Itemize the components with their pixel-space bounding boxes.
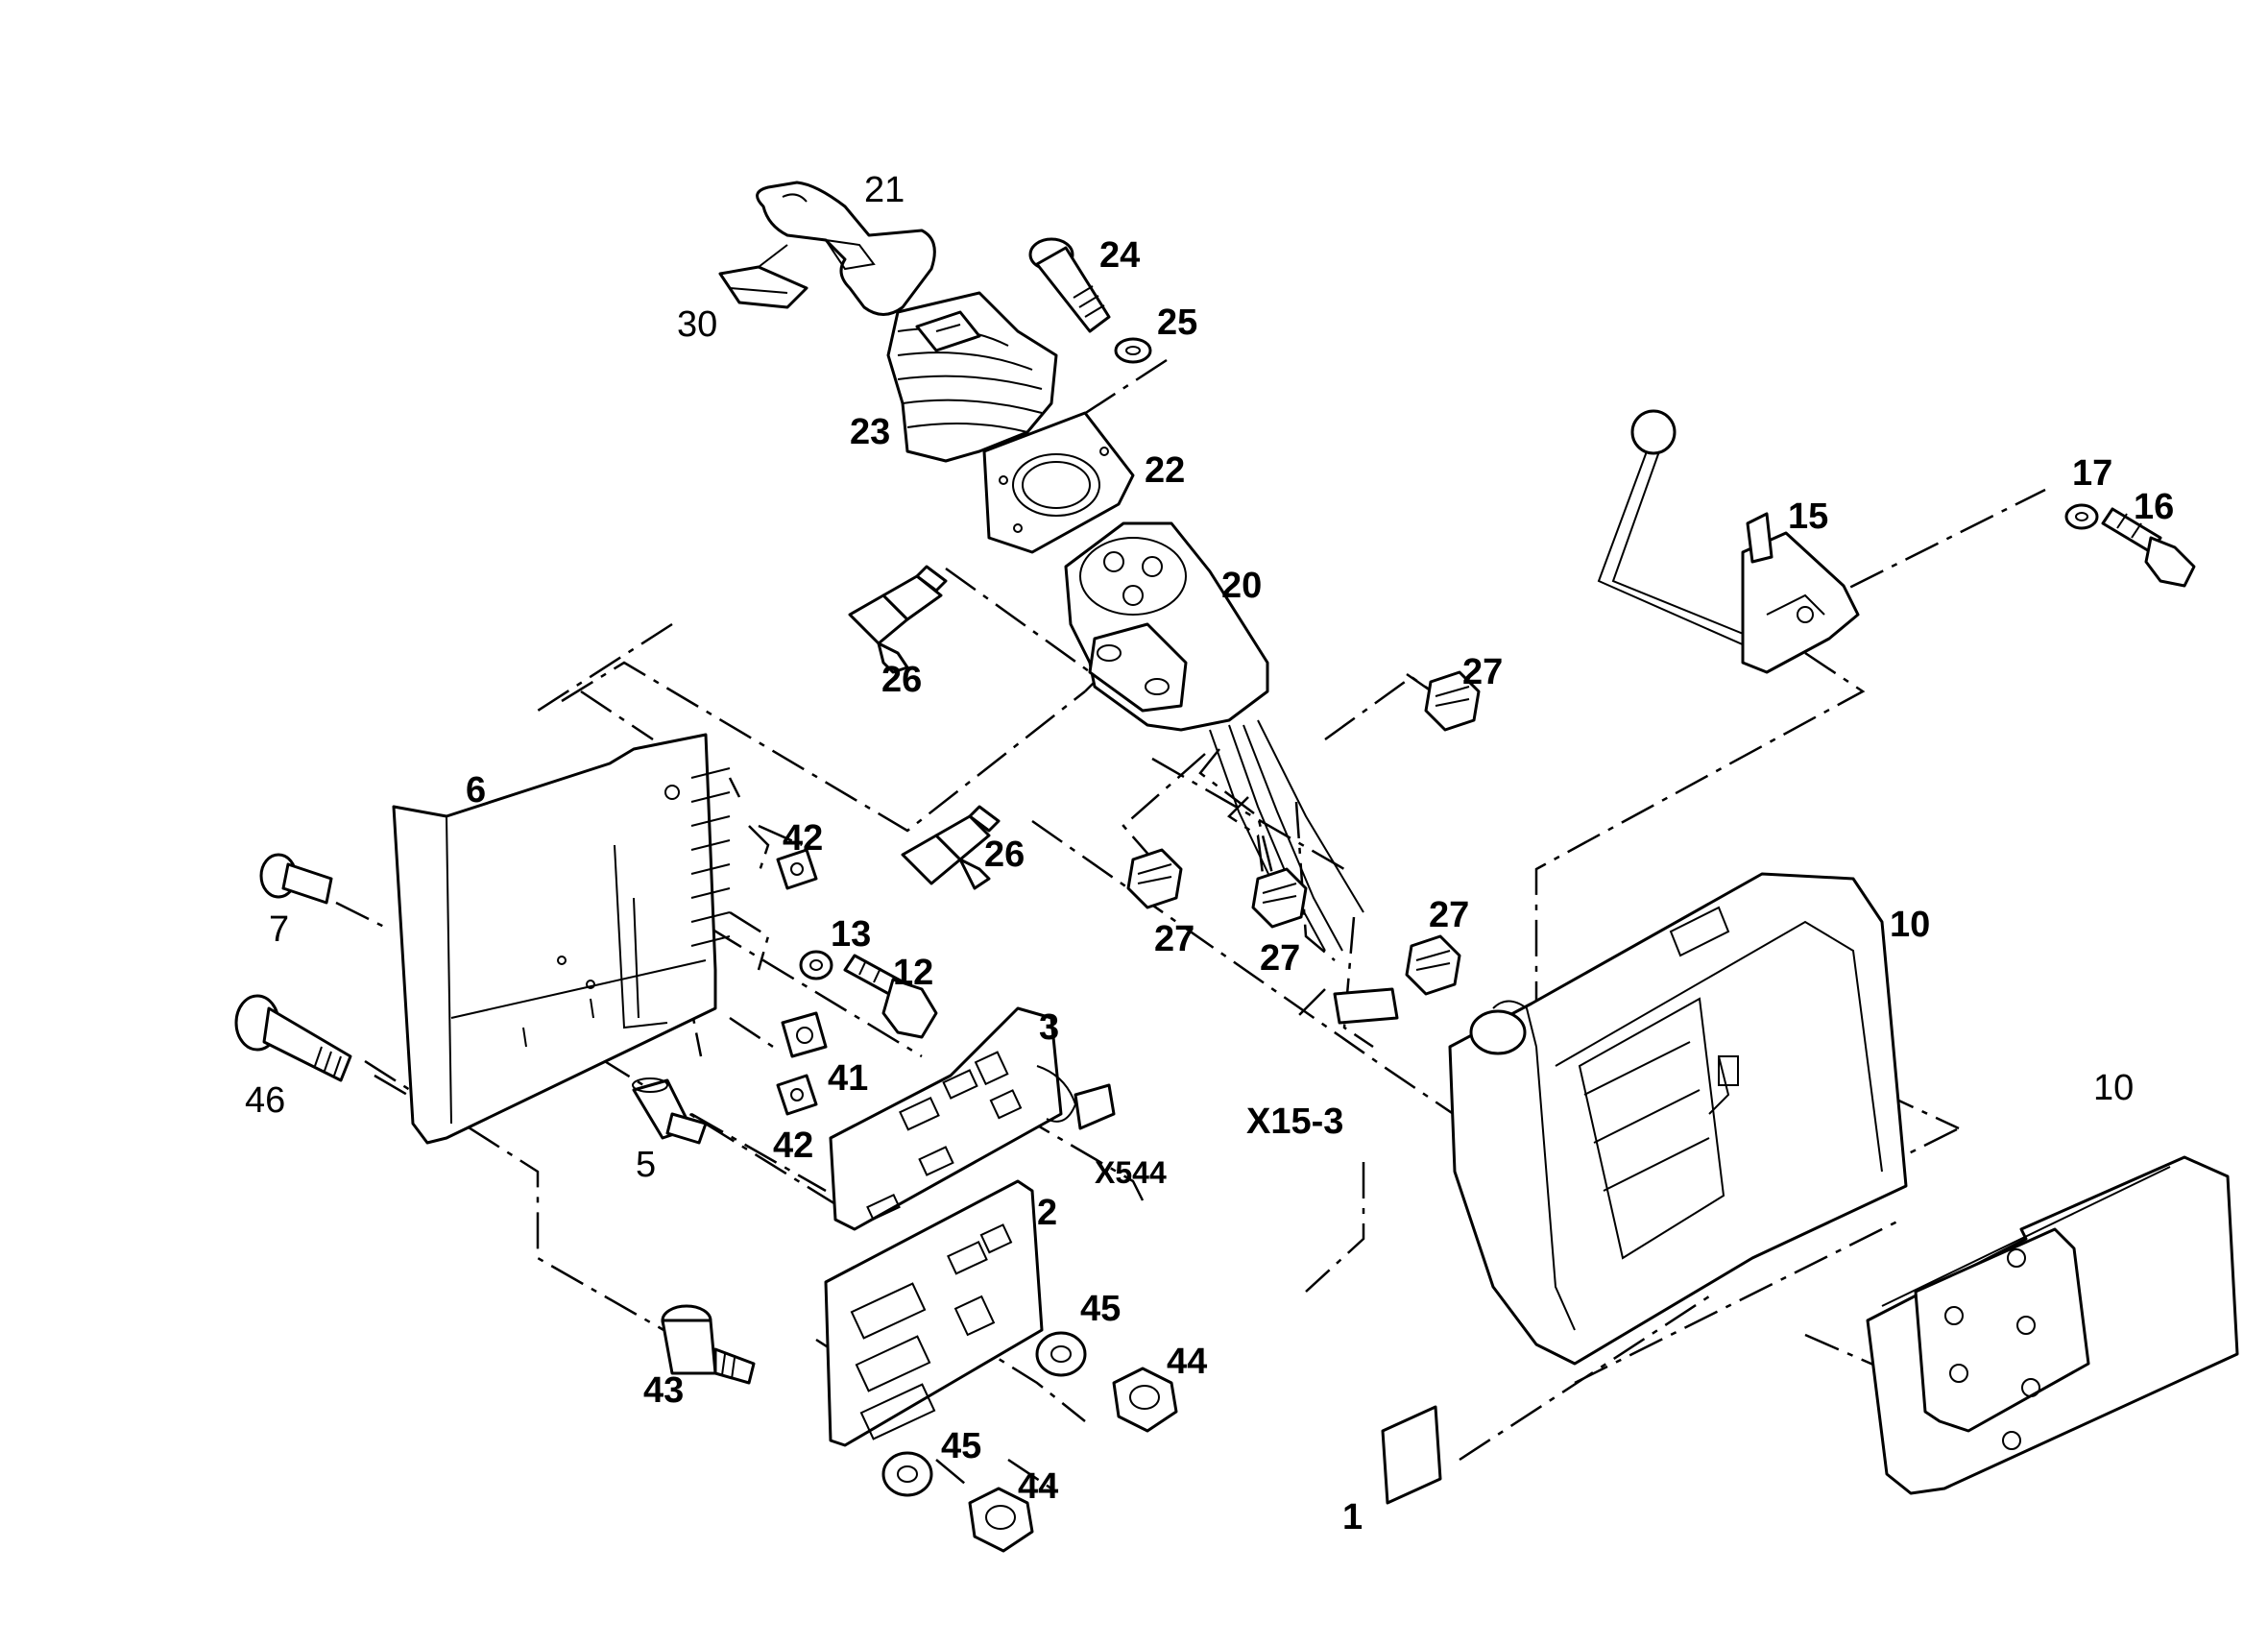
label-27-a: 27 [1462,652,1503,692]
label-10-cover: 10 [2093,1068,2134,1108]
label-1: 1 [1342,1497,1363,1537]
cover-plate [1866,1155,2239,1495]
label-3: 3 [1039,1007,1059,1048]
label-42-upper: 42 [783,818,823,859]
spacer-5 [632,1077,708,1145]
joystick-handle [756,181,936,316]
label-30: 30 [677,304,717,345]
label-2: 2 [1037,1193,1057,1233]
pressure-switch-c [1251,867,1308,929]
square-nut-upper [776,848,818,890]
label-25: 25 [1157,303,1197,343]
label-41: 41 [828,1058,868,1099]
label-6: 6 [466,770,486,811]
square-nut-lower [776,1074,818,1116]
label-5: 5 [636,1145,656,1185]
label-24: 24 [1099,235,1140,276]
middle-washer [799,950,833,980]
pressure-switch-b [1126,848,1183,909]
circuit-board-2 [824,1179,1044,1447]
label-17: 17 [2072,453,2112,494]
label-x544: X544 [1095,1155,1167,1190]
top-washer [1114,337,1152,364]
rubber-boot [886,291,1058,463]
label-plate [1381,1405,1442,1505]
top-bolt [1028,237,1111,333]
label-26-upper: 26 [881,660,922,700]
label-43: 43 [643,1370,684,1411]
label-45-upper: 45 [1080,1289,1121,1329]
label-27-b: 27 [1154,919,1194,959]
pressure-switch-d [1405,934,1461,996]
washer-45-upper [1035,1331,1087,1377]
handle-connector [718,244,808,309]
label-23: 23 [850,412,890,452]
connector-x15-3 [1333,987,1399,1025]
spacer-43 [661,1304,756,1385]
label-44-lower: 44 [1018,1466,1058,1507]
housing [1448,872,1908,1366]
washer-45-lower [881,1451,933,1497]
elbow-fitting-upper [848,565,948,674]
left-bolt-upper [259,853,333,905]
label-13: 13 [831,914,871,955]
label-10-housing: 10 [1890,905,1930,945]
joystick-base [1064,521,1364,952]
label-7: 7 [269,909,289,950]
label-44-upper: 44 [1167,1342,1207,1382]
label-15: 15 [1788,496,1828,537]
circuit-board-3 [829,1006,1116,1231]
label-27-d: 27 [1429,895,1469,935]
label-x15-3: X15-3 [1246,1101,1343,1142]
label-46: 46 [245,1080,285,1121]
mounting-bracket [392,733,731,1145]
label-42-lower: 42 [773,1126,813,1166]
part-labels: 21 30 24 25 23 22 20 26 26 27 27 27 27 X… [245,170,2174,1537]
label-45-lower: 45 [941,1426,981,1466]
nut-44-lower [968,1487,1034,1553]
nut-44-upper [1112,1367,1178,1433]
label-16: 16 [2134,487,2174,527]
label-21: 21 [864,170,905,210]
lever-switch [1597,409,1860,674]
right-washer [2064,503,2099,530]
label-27-c: 27 [1260,938,1300,979]
right-bolt [2101,507,2196,588]
pressure-switch-a [1424,670,1481,732]
middle-bolt [843,954,938,1039]
label-20: 20 [1221,566,1262,606]
label-22: 22 [1145,450,1185,491]
left-bolt-long [234,994,352,1082]
elbow-fitting-lower [901,805,1001,890]
square-nut-41 [781,1011,828,1058]
gasket-plate [982,411,1135,554]
label-26-lower: 26 [984,835,1025,875]
label-12: 12 [893,953,933,993]
